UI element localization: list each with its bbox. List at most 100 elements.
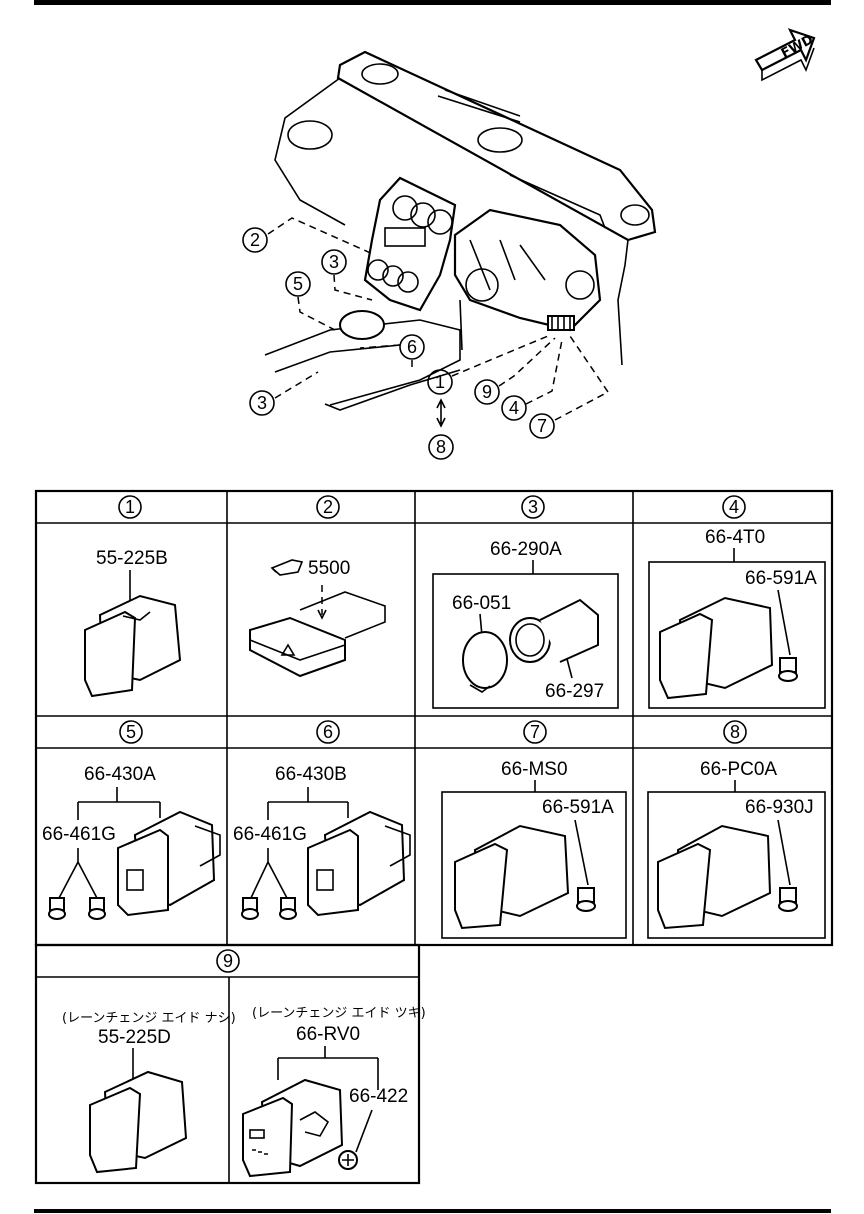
leader-2 xyxy=(267,217,376,256)
screw-icon xyxy=(338,1150,358,1170)
cell-3-content: 66-290A 66-051 66-297 xyxy=(432,539,619,709)
svg-text:2: 2 xyxy=(323,497,333,517)
socket-icon xyxy=(509,598,599,663)
switch-assembly-icon xyxy=(307,810,411,917)
cell-2-content: 5500 xyxy=(249,558,386,678)
cell-9-left-content: (レーンチェンジ エイド ナシ) 55-225D xyxy=(62,1011,236,1174)
cell-2-header: 2 xyxy=(316,495,340,519)
callout-number: 7 xyxy=(537,416,547,436)
part-number: 55-225D xyxy=(98,1027,171,1048)
switch-part-icon xyxy=(659,596,774,700)
cell-1-content: 55-225B xyxy=(84,548,182,698)
bottom-rule xyxy=(34,1209,831,1213)
bulb-icon xyxy=(88,897,106,920)
callout-9: 9 xyxy=(474,379,500,405)
callout-6: 6 xyxy=(399,334,425,360)
svg-text:1: 1 xyxy=(125,497,135,517)
part-number: 66-930J xyxy=(745,797,814,818)
bulb-icon xyxy=(576,887,596,912)
dashboard-illustration xyxy=(264,50,657,411)
svg-text:3: 3 xyxy=(528,497,538,517)
assy-number: 66-MS0 xyxy=(501,759,568,780)
cell-7-header: 7 xyxy=(523,720,547,744)
part-number: 66-461G xyxy=(42,824,116,845)
leader-7 xyxy=(554,335,610,421)
assy-number: 66-430A xyxy=(84,764,156,785)
parts-grid xyxy=(34,489,834,1185)
hazard-switch-icon xyxy=(249,591,386,678)
cell-1-header: 1 xyxy=(118,495,142,519)
cell-6-content: 66-430B 66-461G xyxy=(233,764,411,920)
switch-assembly-icon xyxy=(242,1078,344,1178)
callout-number: 8 xyxy=(436,437,446,457)
callout-1: 1 xyxy=(427,369,453,395)
part-number: 55-225B xyxy=(96,548,168,569)
switch-assembly-icon xyxy=(117,810,221,917)
part-number: 66-461G xyxy=(233,824,307,845)
leader-6 xyxy=(359,344,413,372)
svg-text:8: 8 xyxy=(730,722,740,742)
bulb-icon xyxy=(279,897,297,920)
cell-8-content: 66-PC0A 66-930J xyxy=(647,759,826,939)
assy-number: 66-RV0 xyxy=(296,1024,360,1045)
leader-9 xyxy=(498,337,556,387)
cell-4-header: 4 xyxy=(722,495,746,519)
option-note: (レーンチェンジ エイド ツキ) xyxy=(252,1006,426,1021)
ref-number: 5500 xyxy=(308,558,350,579)
switch-part-icon xyxy=(89,1070,188,1174)
svg-text:9: 9 xyxy=(223,951,233,971)
fwd-arrow-icon: FWD xyxy=(754,28,816,82)
callout-3-upper: 3 xyxy=(321,249,347,275)
assy-number: 66-430B xyxy=(275,764,347,785)
leader-5 xyxy=(297,296,336,331)
bulb-icon xyxy=(241,897,259,920)
svg-text:5: 5 xyxy=(126,722,136,742)
cell-8-header: 8 xyxy=(723,720,747,744)
assy-number: 66-290A xyxy=(490,539,562,560)
svg-text:7: 7 xyxy=(530,722,540,742)
assy-number: 66-4T0 xyxy=(705,527,765,548)
cell-9-right-content: (レーンチェンジ エイド ツキ) 66-RV0 66-422 xyxy=(242,1006,426,1178)
callout-number: 2 xyxy=(250,230,260,250)
cell-5-content: 66-430A 66-461G xyxy=(42,764,221,920)
part-number: 66-591A xyxy=(745,568,817,589)
bulb-icon xyxy=(778,887,798,912)
cell-5-header: 5 xyxy=(119,720,143,744)
callout-3-lower: 3 xyxy=(249,390,275,416)
leader-3-upper xyxy=(333,274,373,301)
callout-number: 9 xyxy=(482,382,492,402)
callout-number: 1 xyxy=(435,372,445,392)
double-arrow-icon xyxy=(436,398,446,428)
callout-number: 4 xyxy=(509,398,519,418)
part-number: 66-051 xyxy=(452,593,511,614)
callout-8: 8 xyxy=(428,434,454,460)
callout-7: 7 xyxy=(529,413,555,439)
hand-pointer-icon xyxy=(270,559,304,576)
callout-number: 3 xyxy=(257,393,267,413)
callout-number: 6 xyxy=(407,337,417,357)
svg-text:6: 6 xyxy=(323,722,333,742)
callout-number: 3 xyxy=(329,252,339,272)
part-number: 66-591A xyxy=(542,797,614,818)
bulb-icon xyxy=(48,897,66,920)
callout-number: 5 xyxy=(293,274,303,294)
cell-7-content: 66-MS0 66-591A xyxy=(441,759,627,939)
part-number: 66-422 xyxy=(349,1086,408,1107)
top-rule xyxy=(34,0,831,5)
cell-9-header: 9 xyxy=(216,949,240,973)
cell-3-header: 3 xyxy=(521,495,545,519)
option-note: (レーンチェンジ エイド ナシ) xyxy=(62,1011,236,1026)
leader-1 xyxy=(451,335,549,377)
cell-6-header: 6 xyxy=(316,720,340,744)
leader-4 xyxy=(525,339,563,405)
callout-5: 5 xyxy=(285,271,311,297)
switch-part-icon xyxy=(84,594,182,698)
leader-3-lower xyxy=(274,371,319,399)
switch-part-icon xyxy=(454,824,570,930)
assy-number: 66-PC0A xyxy=(700,759,777,780)
svg-text:4: 4 xyxy=(729,497,739,517)
cell-4-content: 66-4T0 66-591A xyxy=(648,527,826,709)
bulb-icon xyxy=(778,657,798,682)
part-number: 66-297 xyxy=(545,681,604,702)
